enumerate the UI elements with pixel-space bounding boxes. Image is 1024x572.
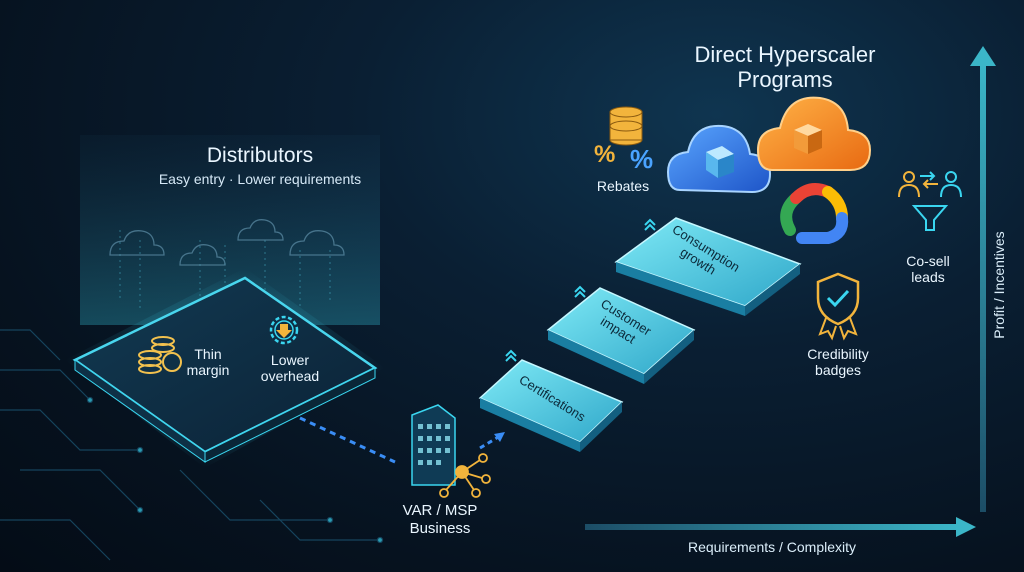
step-up-arrowhead (494, 432, 505, 442)
step-tile-consumption-growth (614, 217, 802, 316)
x-axis-arrow (585, 517, 976, 537)
chevron-up-icons (505, 218, 656, 362)
co-sell-icon (898, 171, 962, 231)
gear-down-arrow-icon (269, 315, 299, 345)
step-tile-customer-impact (546, 287, 696, 384)
step-tile-certifications (478, 359, 624, 452)
step-up-arrow (479, 434, 501, 450)
credibility-badges-label: Credibility badges (807, 346, 869, 378)
x-axis-label: Requirements / Complexity (688, 539, 856, 555)
distributor-platform (65, 268, 385, 468)
orange-cloud-icon (756, 96, 872, 171)
svg-text:%: % (594, 141, 615, 168)
connector-dashed-line (299, 416, 396, 464)
hyperscaler-title: Direct Hyperscaler Programs (694, 42, 876, 92)
rebates-label: Rebates (596, 178, 650, 194)
office-building-icon (411, 404, 456, 486)
network-hub-icon (439, 453, 491, 498)
distributors-title: Distributors (206, 144, 314, 167)
co-sell-leads-label: Co-sell leads (906, 253, 950, 285)
var-msp-label: VAR / MSP Business (402, 502, 478, 537)
y-axis-arrow (970, 46, 996, 512)
y-axis-label: Profit / Incentives (991, 231, 1007, 338)
lower-overhead-label: Lower overhead (260, 352, 320, 384)
cloud-outline-icons (109, 219, 345, 266)
coin-stack-icon (138, 336, 182, 374)
circuit-lines (0, 329, 384, 561)
shield-badge-icon (816, 272, 860, 341)
distributors-subtitle: Easy entry · Lower requirements (158, 171, 362, 187)
thin-margin-label: Thin margin (186, 346, 230, 378)
google-cloud-icon (780, 183, 849, 244)
blue-cloud-icon (666, 124, 772, 194)
svg-text:%: % (630, 144, 653, 174)
rebates-icon: % % (594, 106, 653, 174)
